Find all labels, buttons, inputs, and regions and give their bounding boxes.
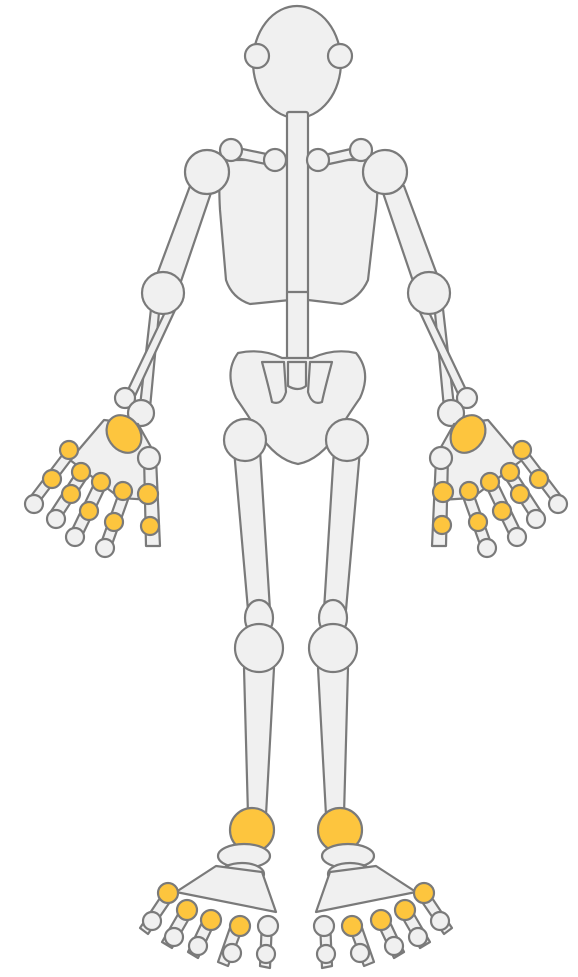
right-femur (324, 450, 360, 610)
left-ear (245, 44, 269, 68)
left-finger-joint (80, 502, 98, 520)
left-finger-joint (105, 513, 123, 531)
left-finger-joint (141, 517, 159, 535)
left-elbow-joint (142, 272, 184, 314)
right-finger-joint (460, 482, 478, 500)
right-fingertip (549, 495, 567, 513)
right-hip-joint (326, 419, 368, 461)
left-tibia (244, 668, 274, 815)
right-sternal-joint (307, 149, 329, 171)
right-fingertip (527, 510, 545, 528)
right-ear (328, 44, 352, 68)
left-toetip (143, 912, 161, 930)
left-toetip (257, 945, 275, 963)
left-thumb-joint (138, 447, 160, 469)
left-fingertip (96, 539, 114, 557)
left-toe-joint (158, 883, 178, 903)
left-fingertip (47, 510, 65, 528)
left-toetip (165, 928, 183, 946)
left-fingertip (66, 528, 84, 546)
spine (287, 112, 308, 362)
left-finger-joint (62, 485, 80, 503)
right-elbow-joint (408, 272, 450, 314)
left-shoulder-joint (185, 150, 229, 194)
left-fingertip (25, 495, 43, 513)
left-toetip (223, 944, 241, 962)
left-finger-joint (92, 473, 110, 491)
left-finger-joint (114, 482, 132, 500)
left-finger-joint (138, 484, 158, 504)
right-finger-joint (511, 485, 529, 503)
right-finger-joint (433, 516, 451, 534)
left-finger-joint (43, 470, 61, 488)
left-leg (140, 419, 283, 968)
right-fingertip (478, 539, 496, 557)
right-toe-joint-white (314, 916, 334, 936)
right-finger-joint (493, 502, 511, 520)
right-toe-joint (395, 900, 415, 920)
right-arm (363, 150, 567, 557)
right-knee-joint (309, 624, 357, 672)
left-toe-joint-white (258, 916, 278, 936)
right-toe-joint (414, 883, 434, 903)
left-toe-joint (230, 916, 250, 936)
right-toetip (317, 945, 335, 963)
right-finger-joint (469, 513, 487, 531)
right-toe-joint (342, 916, 362, 936)
left-toetip (189, 937, 207, 955)
left-toe-joint (201, 910, 221, 930)
right-toe-joint (371, 910, 391, 930)
right-finger-joint (501, 463, 519, 481)
right-shoulder-joint (363, 150, 407, 194)
right-toetip (409, 928, 427, 946)
right-toetip (351, 944, 369, 962)
head (245, 6, 352, 118)
left-femur (234, 450, 270, 610)
right-finger-joint (481, 473, 499, 491)
left-finger-joint (72, 463, 90, 481)
right-leg (309, 419, 452, 968)
torso (219, 112, 377, 362)
left-hip-joint (224, 419, 266, 461)
left-finger-joint (60, 441, 78, 459)
left-toe-joint (177, 900, 197, 920)
right-tibia (318, 668, 348, 815)
right-finger-joint (433, 482, 453, 502)
left-arm (25, 150, 229, 557)
right-finger-joint (530, 470, 548, 488)
right-toetip (431, 912, 449, 930)
right-fingertip (508, 528, 526, 546)
coccyx (288, 362, 306, 389)
left-sternal-joint (264, 149, 286, 171)
right-toetip (385, 937, 403, 955)
right-finger-joint (513, 441, 531, 459)
left-knee-joint (235, 624, 283, 672)
right-thumb-joint (430, 447, 452, 469)
